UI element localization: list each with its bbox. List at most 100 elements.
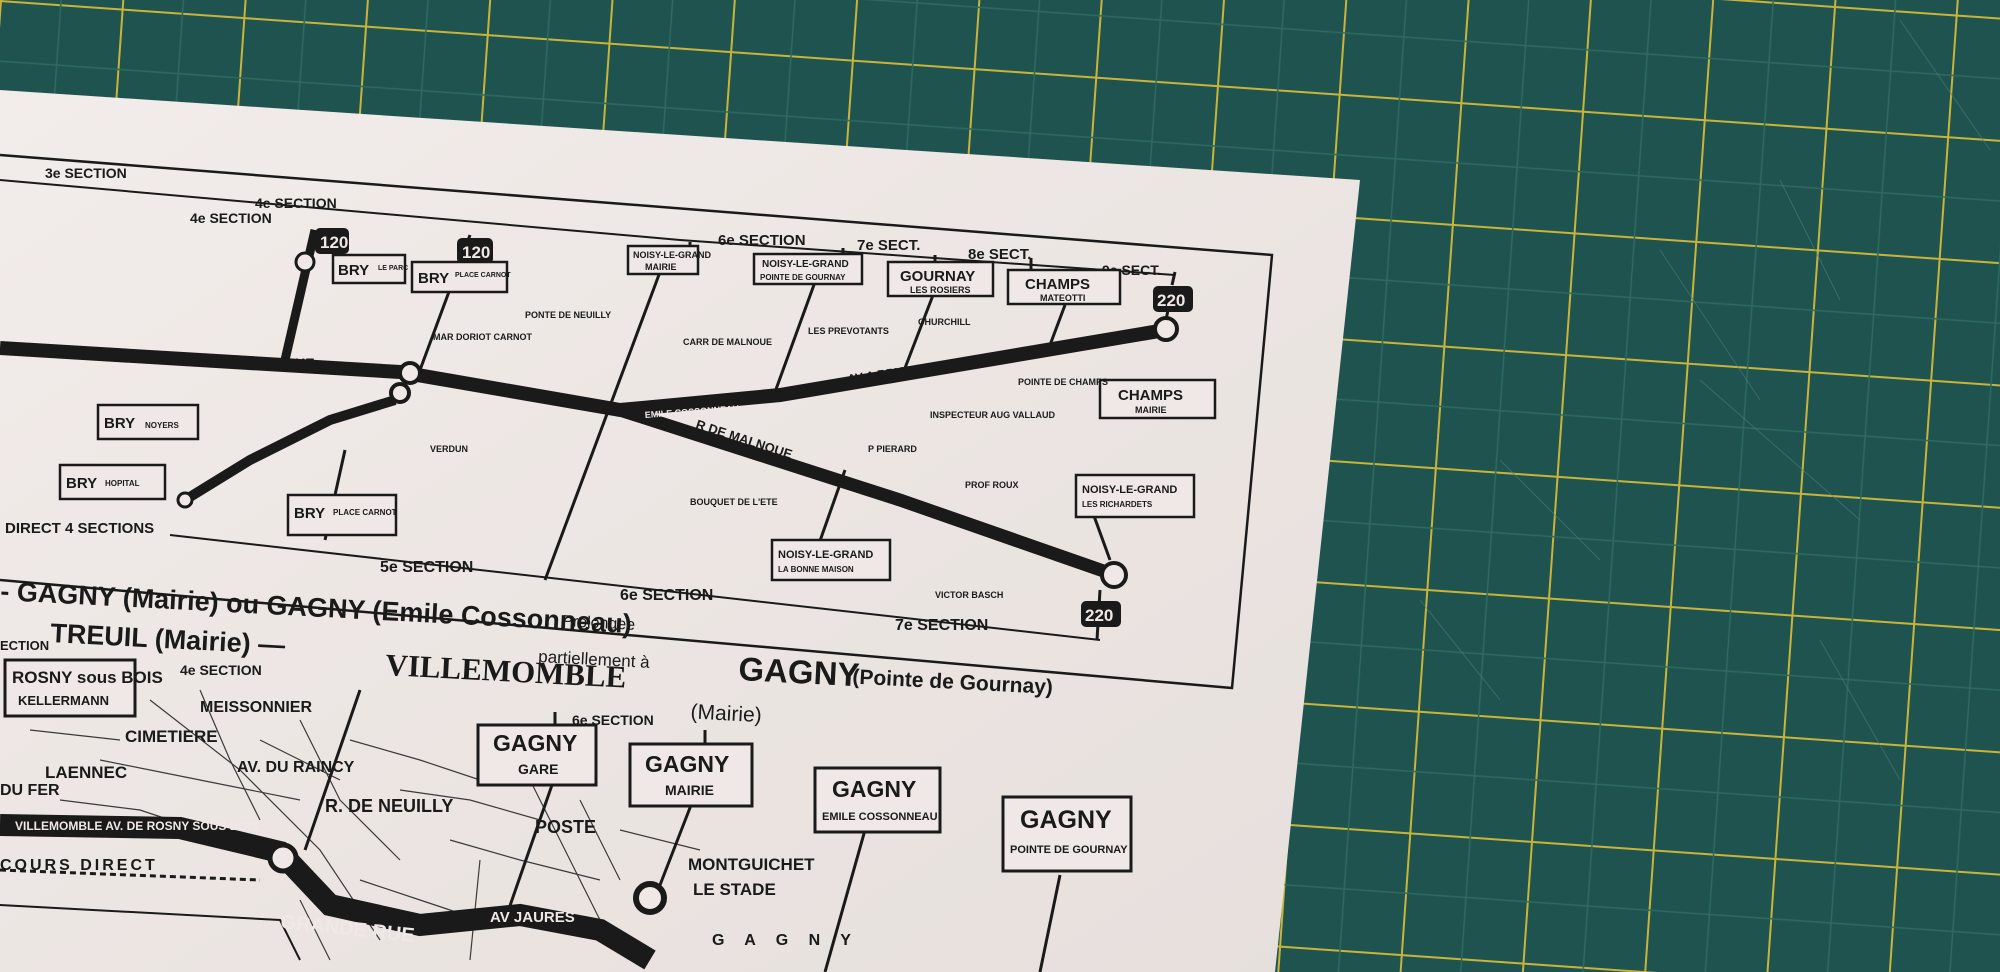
stop-sign: BRY PLACE CARNOT: [286, 493, 398, 537]
terminal-marker: [633, 881, 667, 915]
street-network: [29, 689, 701, 961]
stop-sign: GAGNY EMILE COSSONNEAU: [813, 766, 942, 834]
svg-text:LES ROSIERS: LES ROSIERS: [910, 285, 971, 295]
svg-text:GARE: GARE: [518, 761, 558, 777]
svg-text:LE PARC: LE PARC: [378, 265, 408, 272]
svg-text:NOYERS: NOYERS: [145, 421, 179, 430]
street-label: RUE: [285, 355, 315, 371]
svg-text:120: 120: [320, 233, 348, 252]
route-line-bry: [182, 395, 397, 505]
route-badge: 120: [315, 228, 349, 254]
svg-text:220: 220: [1085, 606, 1113, 625]
svg-text:BRY: BRY: [104, 415, 135, 432]
section-label: 4e SECTION: [180, 662, 262, 678]
street-label: MEISSONNIER: [200, 699, 312, 716]
terminal-marker: [1100, 561, 1128, 589]
street-label: P PIERARD: [868, 444, 917, 454]
terminal-marker: [267, 842, 299, 874]
svg-text:GAGNY: GAGNY: [832, 776, 916, 802]
svg-text:120: 120: [462, 243, 490, 262]
svg-text:LA BONNE MAISON: LA BONNE MAISON: [778, 565, 854, 574]
street-label: VICTOR BASCH: [935, 590, 1003, 600]
street-label: POSTE: [535, 817, 596, 837]
svg-text:CHAMPS: CHAMPS: [1118, 387, 1183, 404]
svg-text:GAGNY: GAGNY: [493, 730, 577, 756]
street-label: CARR DE MALNOUE: [683, 337, 772, 347]
street-label: AV. DU RAINCY: [237, 759, 355, 776]
street-label: VERDUN: [430, 444, 468, 454]
section-label: 6e SECTION: [718, 232, 806, 249]
svg-text:BRY: BRY: [294, 505, 325, 522]
svg-text:CHAMPS: CHAMPS: [1025, 276, 1090, 293]
svg-text:NOISY-LE-GRAND: NOISY-LE-GRAND: [762, 259, 849, 270]
stop-sign: CHAMPS MAIRIE: [1098, 378, 1217, 420]
svg-text:GAGNY: GAGNY: [1020, 806, 1112, 834]
svg-text:NOISY-LE-GRAND: NOISY-LE-GRAND: [778, 549, 873, 561]
mat-scratches: [1419, 19, 1991, 781]
street-label: INSPECTEUR AUG VALLAUD: [930, 410, 1056, 420]
town-label: G A G N Y: [712, 932, 859, 949]
street-label: DU FER: [0, 782, 60, 799]
street-label: MAR DORIOT CARNOT: [433, 332, 532, 342]
route-badge: 220: [1081, 601, 1121, 627]
svg-text:EMILE COSSONNEAU: EMILE COSSONNEAU: [822, 811, 938, 823]
stop-sign: NOISY-LE-GRAND LES RICHARDETS: [1074, 473, 1196, 519]
street-label: PONTE DE NEUILLY: [525, 310, 611, 320]
street-label: PROF ROUX: [965, 480, 1019, 490]
street-label: CIMETIERE: [125, 727, 218, 746]
route-line-main: [0, 814, 656, 970]
route-badge: 220: [1153, 286, 1193, 312]
section-label: 7e SECTION: [895, 617, 988, 634]
stop-sign: NOISY-LE-GRAND LA BONNE MAISON: [770, 538, 892, 582]
svg-text:POINTE DE GOURNAY: POINTE DE GOURNAY: [760, 273, 846, 282]
route-title-note: Prolongee: [562, 613, 636, 634]
svg-text:NOISY-LE-GRAND: NOISY-LE-GRAND: [1082, 484, 1177, 496]
street-label: BOUQUET DE L'ETE: [690, 497, 778, 507]
stop-sign: BRY LE PARC: [331, 253, 408, 285]
stop-sign: GAGNY GARE: [476, 723, 598, 787]
street-label: LAENNEC: [45, 763, 127, 782]
svg-text:MAIRIE: MAIRIE: [645, 262, 677, 272]
terminal-marker: [398, 361, 422, 385]
stop-sign: GAGNY POINTE DE GOURNAY: [1001, 795, 1133, 873]
stop-sign: BRY PLACE CARNOT: [410, 260, 511, 294]
svg-text:PLACE CARNOT: PLACE CARNOT: [455, 272, 511, 279]
street-label: CHURCHILL: [918, 317, 971, 327]
street-label: VILLEMOMBLE AV. DE ROSNY SOUS BOIS: [15, 819, 259, 833]
stop-sign: BRY NOYERS: [96, 403, 200, 441]
terminal-marker: [1153, 316, 1179, 342]
svg-text:GAGNY: GAGNY: [645, 751, 729, 777]
section-label: DIRECT 4 SECTIONS: [5, 520, 154, 537]
stop-sign: NOISY-LE-GRAND POINTE DE GOURNAY: [752, 252, 864, 286]
street-label: MONTGUICHET: [688, 855, 815, 874]
section-label: 6e SECTION: [620, 587, 713, 604]
section-label: 5e SECTION: [380, 559, 473, 576]
svg-text:MATEOTTI: MATEOTTI: [1040, 293, 1085, 303]
top-route-map: 3e SECTION 4e SECTION 4e SECTION 6e SECT…: [0, 153, 1274, 690]
section-label: 3e SECTION: [45, 165, 127, 181]
street-label: POINTE DE CHAMPS: [1018, 377, 1108, 387]
stop-sign: BRY HOPITAL: [58, 463, 167, 501]
stop-sign: CHAMPS MATEOTTI: [1006, 268, 1122, 306]
svg-text:MAIRIE: MAIRIE: [665, 782, 714, 798]
svg-text:220: 220: [1157, 291, 1185, 310]
svg-text:ROSNY sous BOIS: ROSNY sous BOIS: [12, 668, 163, 687]
street-label: LES PREVOTANTS: [808, 326, 889, 336]
stop-sign: GOURNAY LES ROSIERS: [886, 260, 995, 298]
svg-text:GOURNAY: GOURNAY: [900, 268, 975, 285]
street-label: R. DE NEUILLY: [325, 796, 453, 816]
svg-text:LES RICHARDETS: LES RICHARDETS: [1082, 500, 1153, 509]
street-label: LE STADE: [693, 880, 776, 899]
route-line-branch: [618, 403, 1118, 582]
stop-sign: ROSNY sous BOIS KELLERMANN: [3, 658, 163, 718]
route-title-destination: GAGNY: [738, 650, 861, 693]
section-label: 7e SECT.: [857, 237, 920, 254]
svg-text:NOISY-LE-GRAND: NOISY-LE-GRAND: [633, 250, 712, 260]
svg-text:BRY: BRY: [66, 475, 97, 492]
section-label: ECTION: [0, 638, 49, 653]
section-label: 4e SECTION: [190, 210, 272, 226]
route-title-note: (Mairie): [690, 700, 762, 727]
svg-text:BRY: BRY: [338, 262, 369, 279]
section-label: 8e SECT.: [968, 246, 1031, 263]
